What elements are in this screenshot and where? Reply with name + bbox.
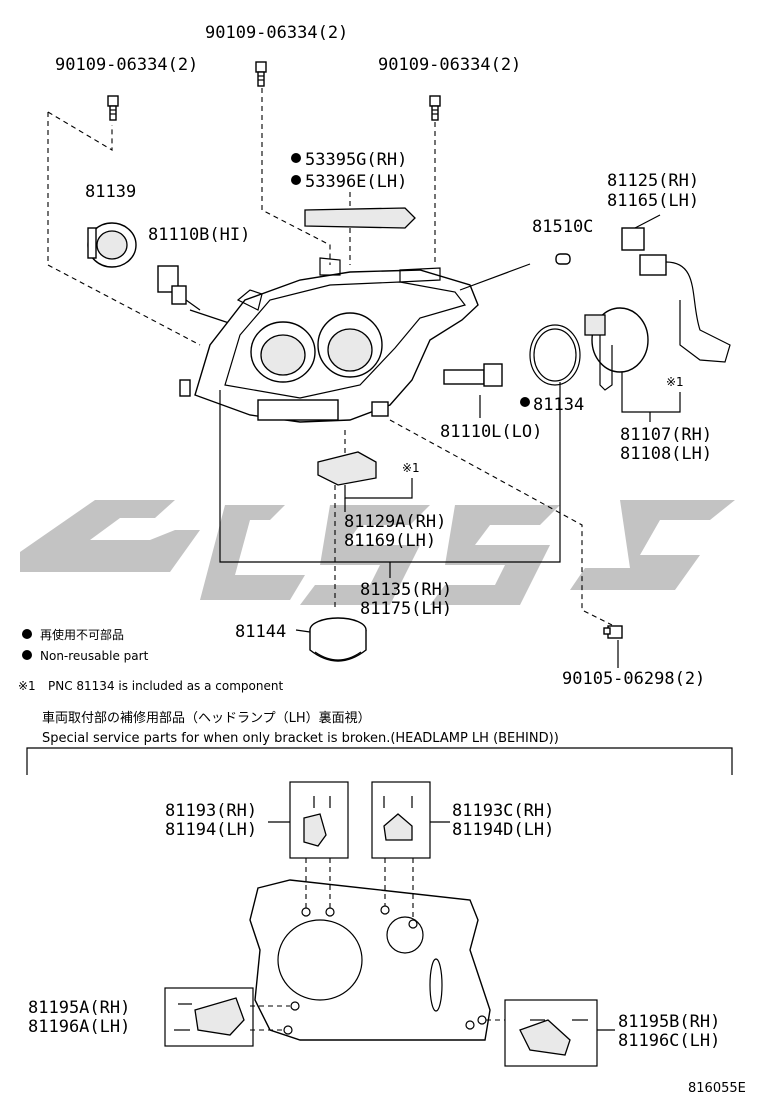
label-81108[interactable]: 81108(LH) [620,444,712,464]
label-53395g[interactable]: 53395G(RH) [305,150,407,170]
bulb-hi-icon[interactable] [157,265,201,311]
label-81129a[interactable]: 81129A(RH) [344,512,446,532]
bolt-left-icon[interactable] [107,95,119,121]
label-81134[interactable]: 81134 [533,395,584,415]
section-title-en: Special service parts for when only brac… [42,731,559,746]
bolt-center-icon[interactable] [255,61,267,87]
footnote-mark: ※1 [18,679,36,693]
label-bolt-right[interactable]: 90109-06334(2) [378,55,521,75]
bracket-81195a-box[interactable] [164,987,254,1047]
label-ref1-a: ※1 [666,375,684,389]
control-module-icon[interactable] [317,451,377,486]
label-81169[interactable]: 81169(LH) [344,531,436,551]
trim-strip-icon[interactable] [304,207,416,229]
non-reusable-marker-81134 [520,397,530,407]
label-81193[interactable]: 81193(RH) [165,801,257,821]
watermark-logo [20,500,735,605]
label-81175[interactable]: 81175(LH) [360,599,452,619]
socket-ring-81139-icon[interactable] [87,222,137,268]
label-81144[interactable]: 81144 [235,622,286,642]
label-81165[interactable]: 81165(LH) [607,191,699,211]
headlamp-back-view[interactable] [249,879,491,1041]
bolt-right-icon[interactable] [429,95,441,121]
label-81125[interactable]: 81125(RH) [607,171,699,191]
footnote-text: PNC 81134 is included as a component [48,679,283,693]
part-labels: 90109-06334(2) 90109-06334(2) 90109-0633… [55,23,712,689]
ballast-igniter-icon[interactable] [584,307,649,391]
dust-cap-icon[interactable] [309,617,367,662]
label-bolt-left[interactable]: 90109-06334(2) [55,55,198,75]
small-bulb-icon[interactable] [555,253,571,265]
non-reusable-marker-53396e [291,175,301,185]
bracket-81195b-box[interactable] [504,999,598,1067]
label-81195b[interactable]: 81195B(RH) [618,1012,720,1032]
gasket-ring-icon[interactable] [529,324,581,386]
headlamp-housing[interactable] [179,257,479,423]
label-81196c[interactable]: 81196C(LH) [618,1031,720,1051]
label-81107[interactable]: 81107(RH) [620,425,712,445]
label-81193c[interactable]: 81193C(RH) [452,801,554,821]
bulb-lo-icon[interactable] [443,363,503,387]
bracket-81193c-box[interactable] [371,781,431,859]
label-53396e[interactable]: 53396E(LH) [305,172,407,192]
label-ref1-b: ※1 [402,461,420,475]
label-bolt-center[interactable]: 90109-06334(2) [205,23,348,43]
non-reusable-bullet-1 [22,629,32,639]
legend-jp: 再使用不可部品 [40,627,124,642]
label-81135[interactable]: 81135(RH) [360,580,452,600]
label-90105[interactable]: 90105-06298(2) [562,669,705,689]
bracket-81193-box[interactable] [289,781,349,859]
non-reusable-bullet-2 [22,650,32,660]
label-81110l[interactable]: 81110L(LO) [440,422,542,442]
label-81195a[interactable]: 81195A(RH) [28,998,130,1018]
label-81510c[interactable]: 81510C [532,217,593,237]
label-81196a[interactable]: 81196A(LH) [28,1017,130,1037]
screw-icon[interactable] [603,625,623,639]
non-reusable-marker-53395g [291,153,301,163]
wire-harness-icon[interactable] [621,227,731,363]
diagram-id: 816055E [688,1081,746,1096]
label-81194[interactable]: 81194(LH) [165,820,257,840]
label-81194d[interactable]: 81194D(LH) [452,820,554,840]
section-title-jp: 車両取付部の補修用部品（ヘッドランプ（LH）裏面視） [42,711,371,726]
label-81139[interactable]: 81139 [85,182,136,202]
label-81110b[interactable]: 81110B(HI) [148,225,250,245]
legend-en: Non-reusable part [40,649,149,663]
